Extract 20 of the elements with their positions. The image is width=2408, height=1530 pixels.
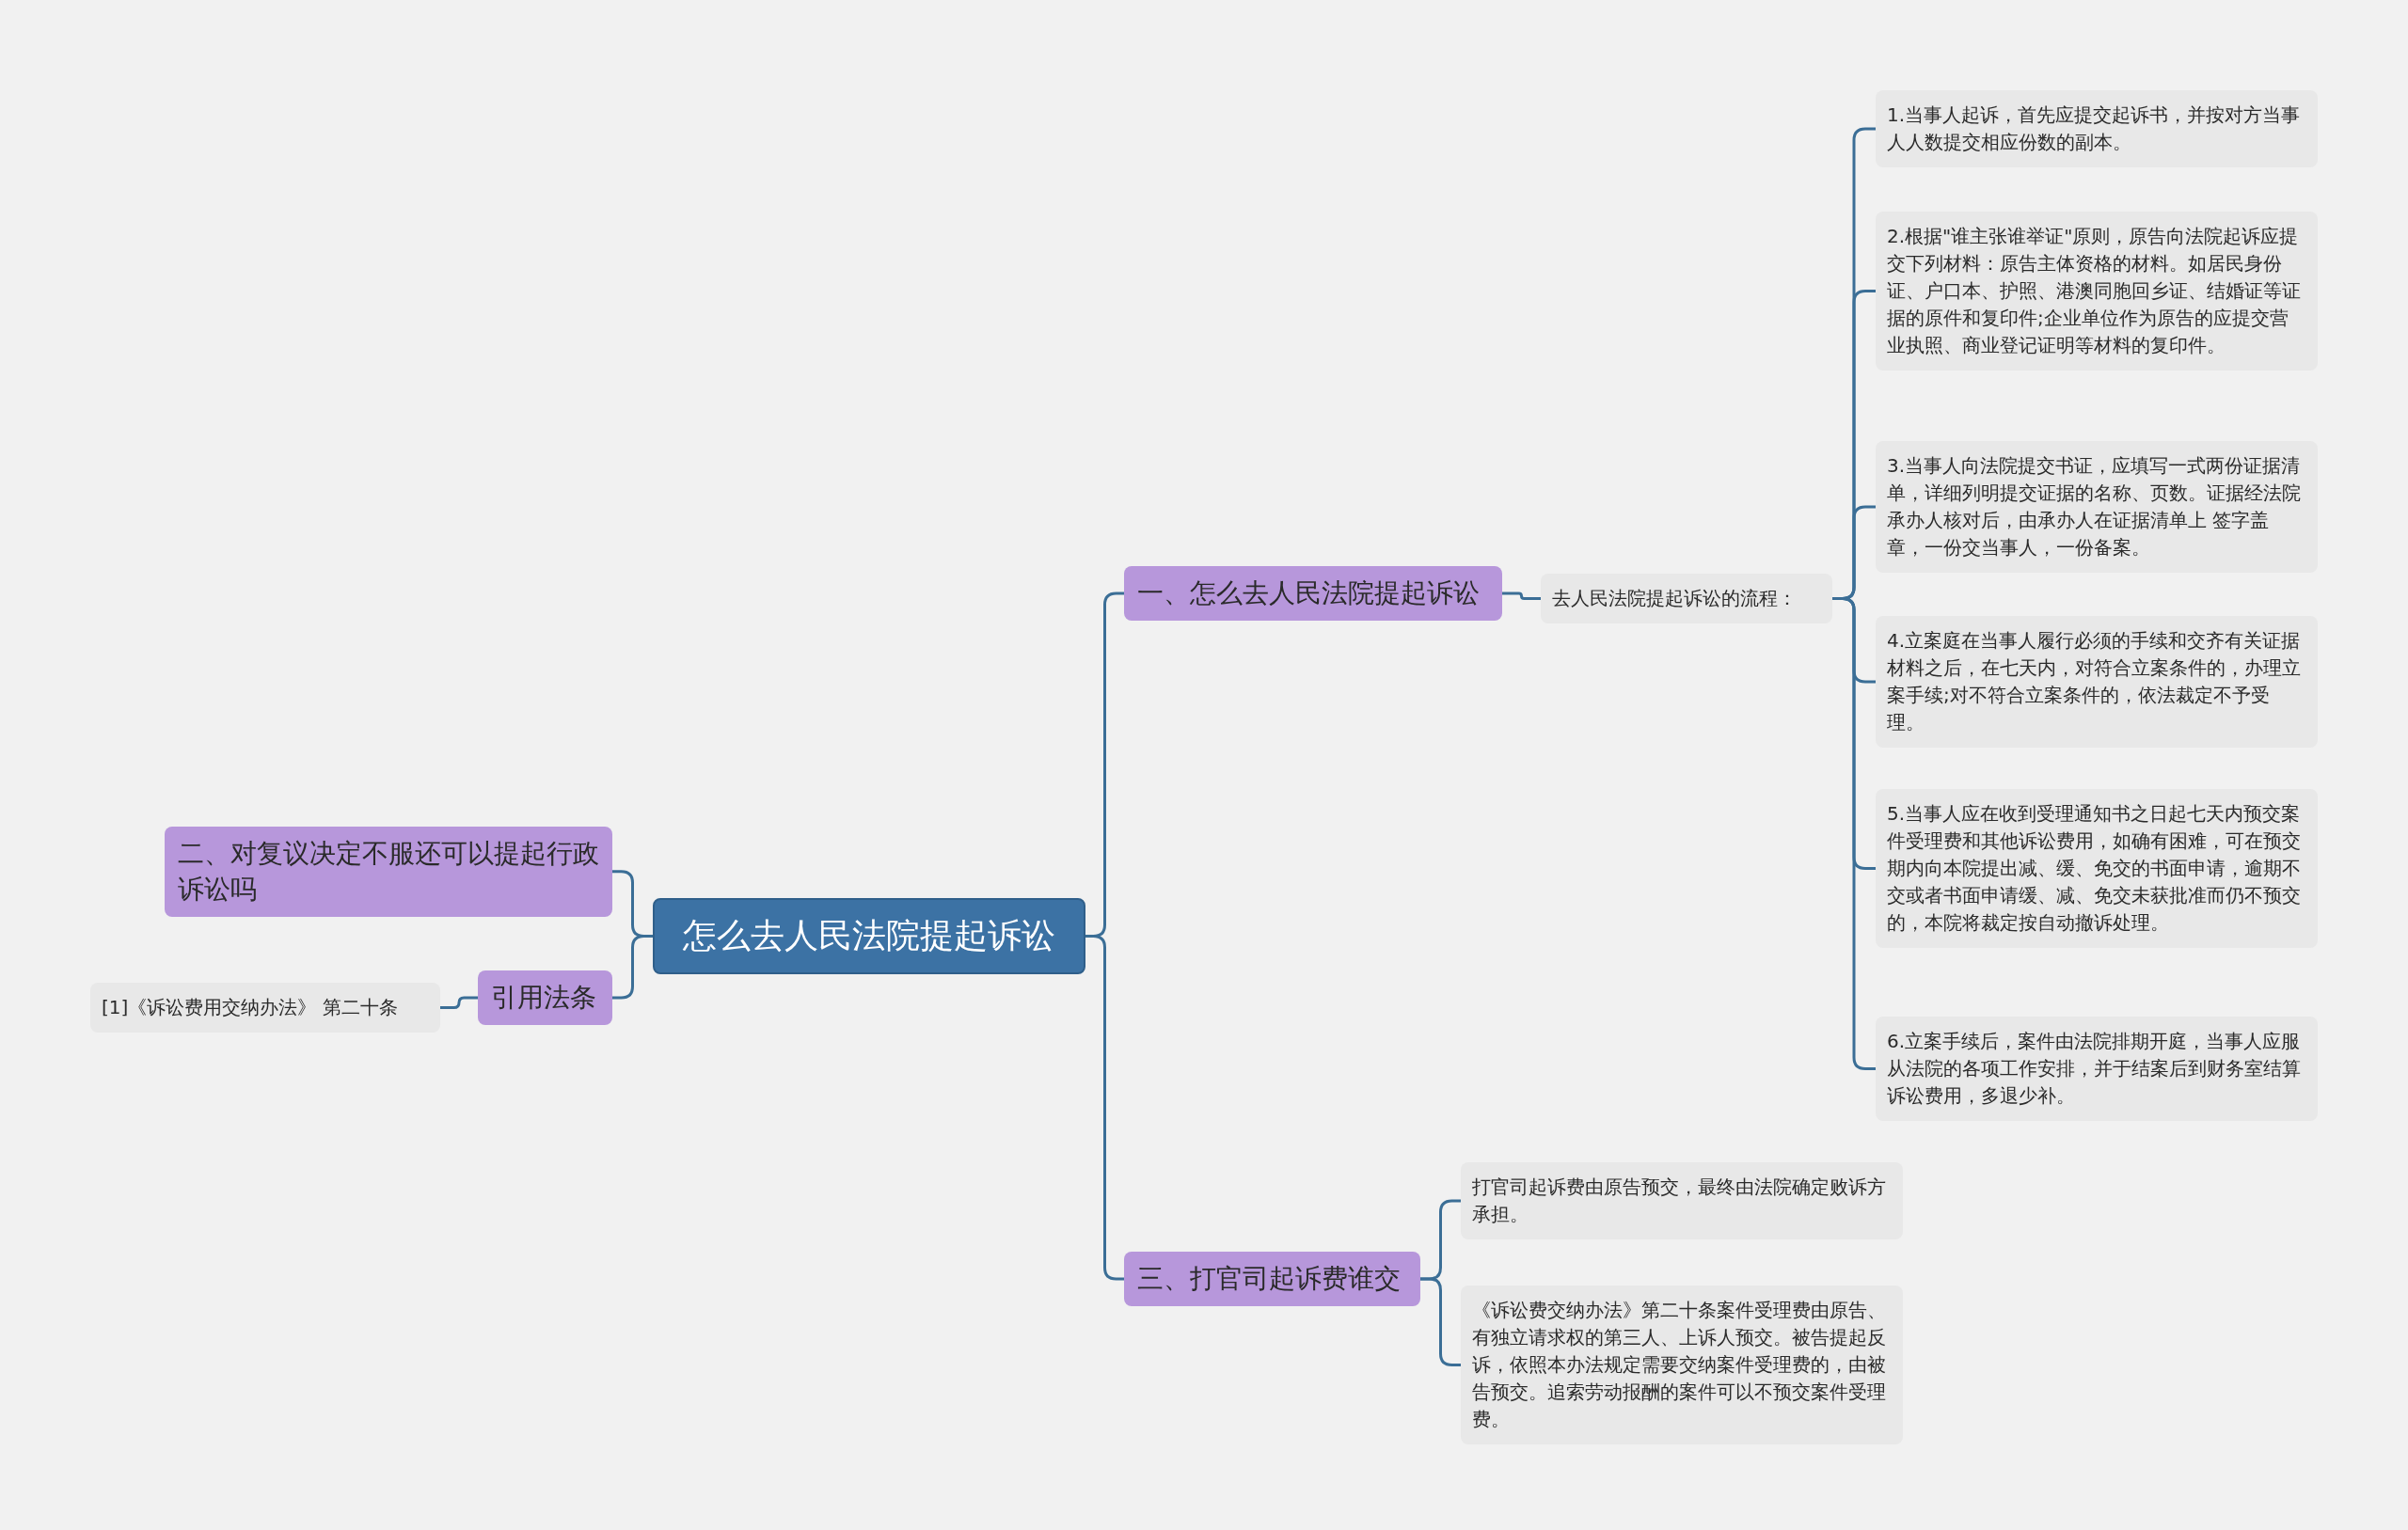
branch-box: 一、怎么去人民法院提起诉讼: [1124, 566, 1502, 621]
branch-box: 引用法条: [478, 970, 612, 1025]
note-box: 1.当事人起诉，首先应提交起诉书，并按对方当事人人数提交相应份数的副本。: [1876, 90, 2318, 167]
note-box: 《诉讼费交纳办法》第二十条案件受理费由原告、有独立请求权的第三人、上诉人预交。被告提起反诉，依照本办法规定需要交纳案件受理费的，由被告预交。追索劳动报酬的案件可以不预交案件受理费。: [1461, 1286, 1903, 1444]
connector-line: [1420, 1277, 1461, 1366]
note-box: 5.当事人应在收到受理通知书之日起七天内预交案件受理费和其他诉讼费用，如确有困难，可在预交期内向本院提出减、缓、免交的书面申请，逾期不交或者书面申请缓、减、免交未获批准而仍不预交的，本院将裁定按自动撤诉处理。: [1876, 789, 2318, 948]
connector-line: [612, 935, 653, 1000]
note-box: [1]《诉讼费用交纳办法》 第二十条: [90, 983, 440, 1033]
branch-box: 三、打官司起诉费谁交: [1124, 1252, 1420, 1306]
connector-line: [1085, 935, 1124, 1281]
note-box: 3.当事人向法院提交书证，应填写一式两份证据清单，详细列明提交证据的名称、页数。证据经法院承办人核对后，由承办人在证据清单上 签字盖章，一份交当事人，一份备案。: [1876, 441, 2318, 573]
topic-box: 怎么去人民法院提起诉讼: [653, 898, 1085, 974]
note-box: 2.根据"谁主张谁举证"原则，原告向法院起诉应提交下列材料：原告主体资格的材料。如居民身份证、户口本、护照、港澳同胞回乡证、结婚证等证据的原件和复印件;企业单位作为原告的应提交营业执照、商业登记证明等材料的复印件。: [1876, 212, 2318, 371]
note-box: 6.立案手续后，案件由法院排期开庭，当事人应服从法院的各项工作安排，并于结案后到财务室结算诉讼费用，多退少补。: [1876, 1017, 2318, 1121]
note-box: 4.立案庭在当事人履行必须的手续和交齐有关证据材料之后，在七天内，对符合立案条件的，办理立案手续;对不符合立案条件的，依法裁定不予受理。: [1876, 616, 2318, 748]
connector-line: [1502, 591, 1541, 600]
branch-box: 二、对复议决定不服还可以提起行政诉讼吗: [165, 827, 612, 917]
connector-line: [440, 996, 478, 1009]
note-box: 去人民法院提起诉讼的流程：: [1541, 574, 1832, 623]
note-box: 打官司起诉费由原告预交，最终由法院确定败诉方承担。: [1461, 1162, 1903, 1239]
